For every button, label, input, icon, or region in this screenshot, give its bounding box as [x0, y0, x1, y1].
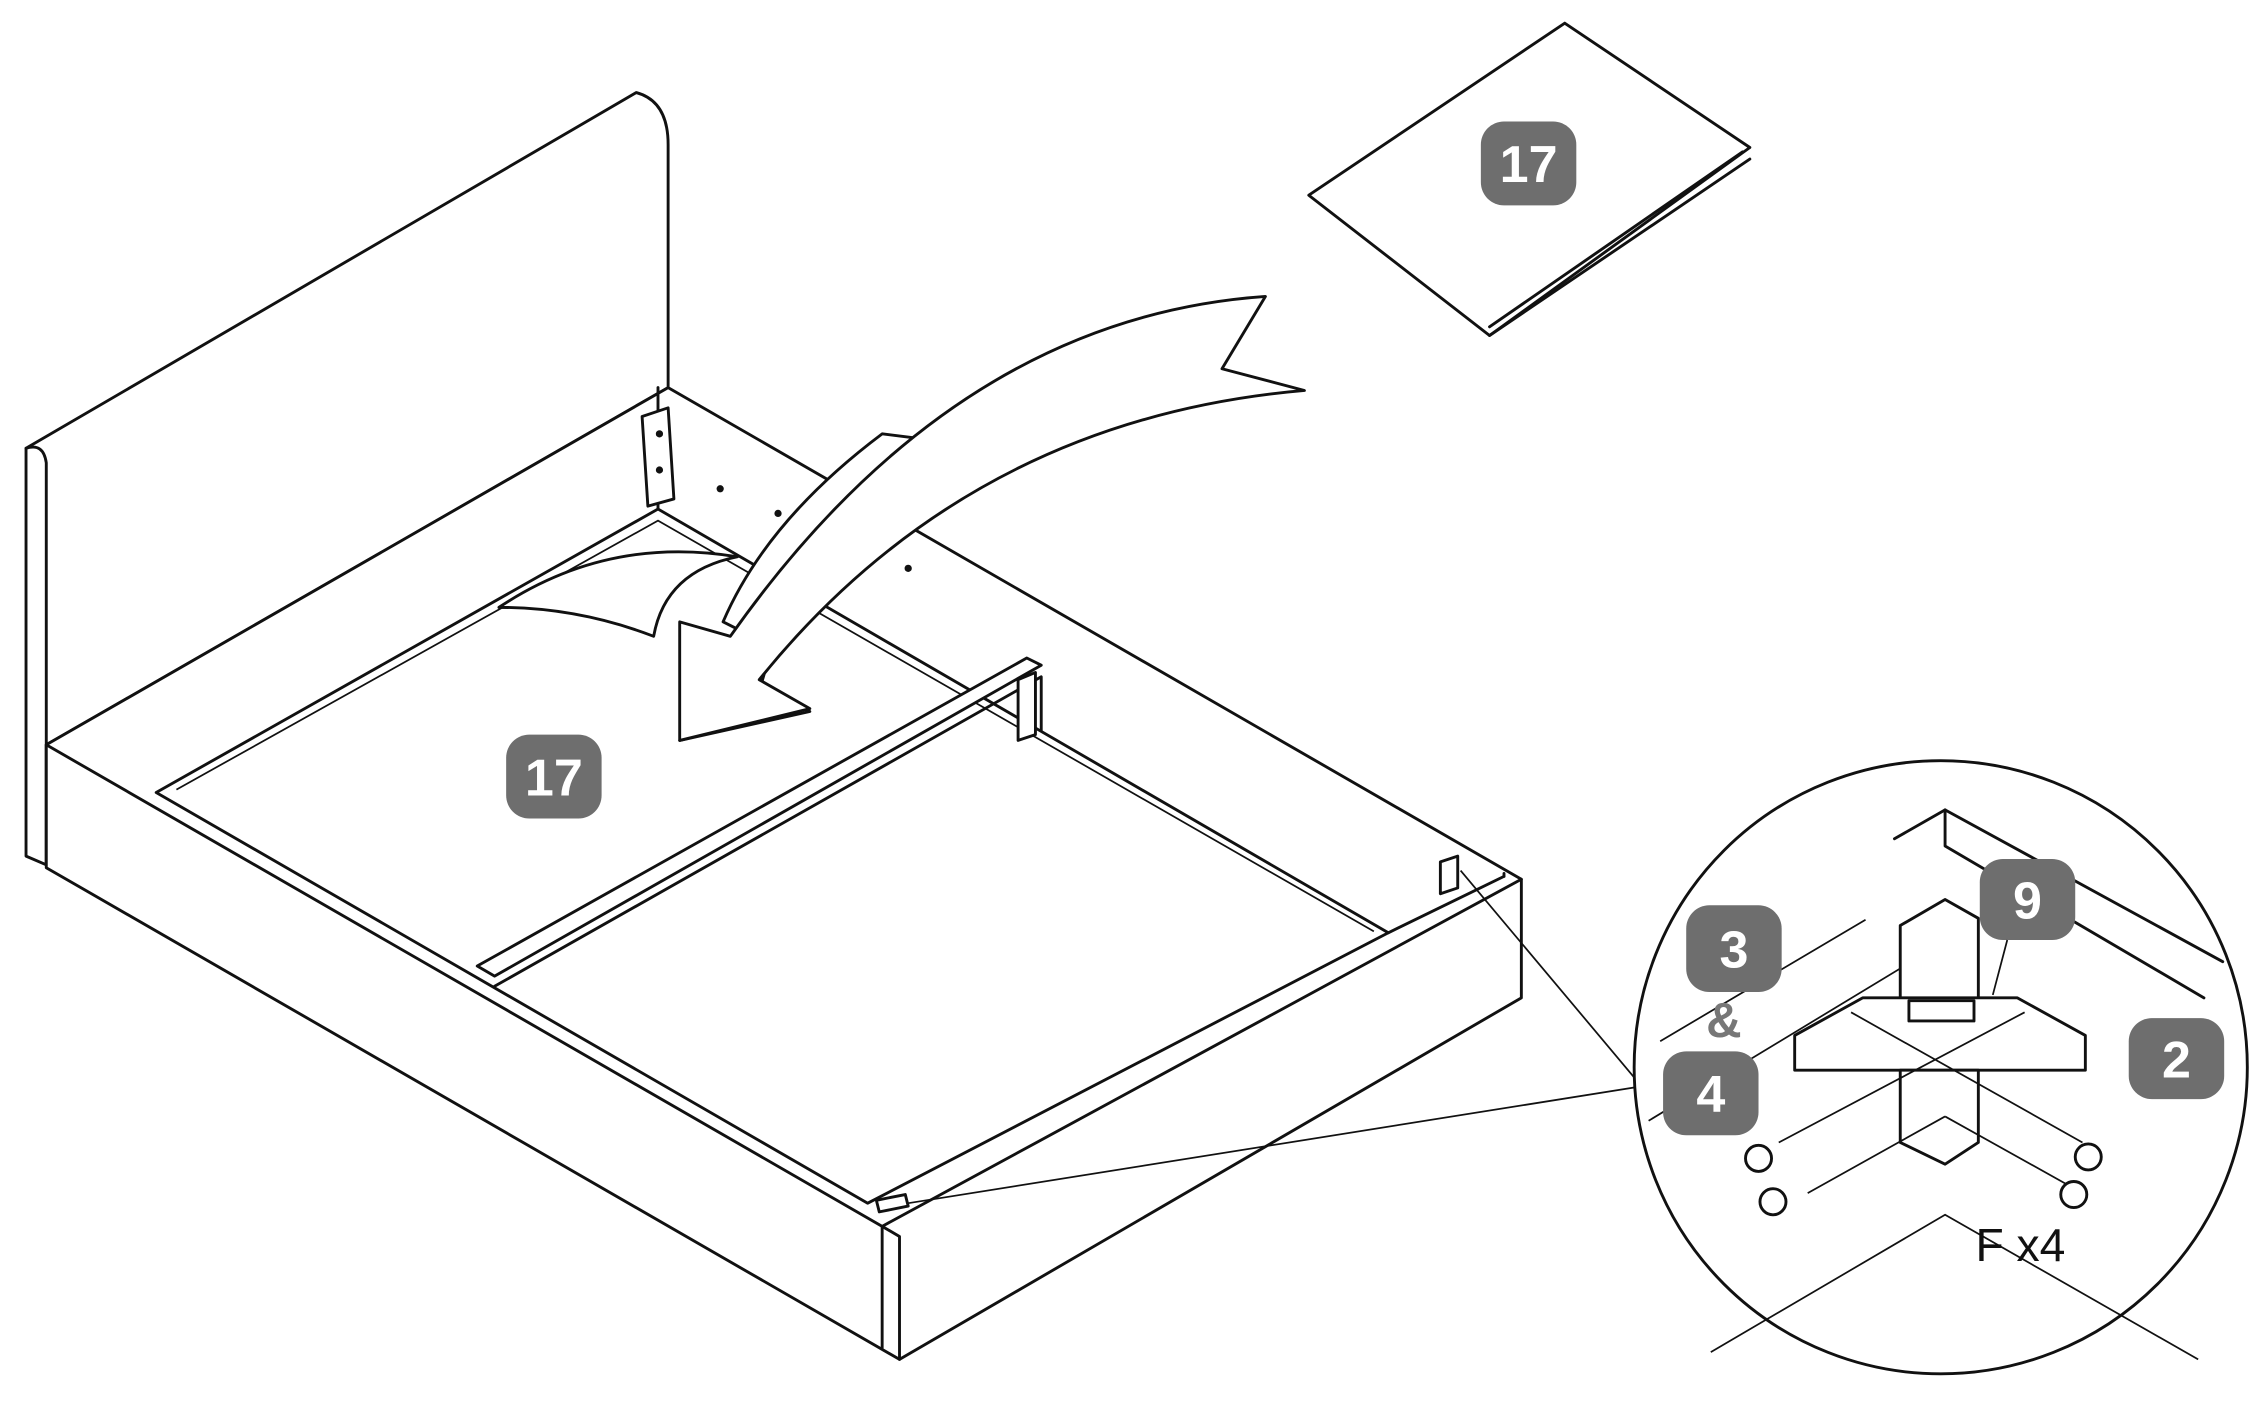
bed-base	[44, 386, 1523, 1361]
badge-part-2-label: 2	[2162, 1031, 2191, 1089]
ampersand-label: &	[1706, 993, 1742, 1048]
badge-part-4: 4	[1663, 1051, 1759, 1136]
badge-manual-label: 17	[1500, 136, 1558, 194]
arrow-large-curve	[678, 295, 1306, 742]
screw-icons	[1744, 1142, 2103, 1217]
badge-manual-placed: 17	[506, 734, 602, 819]
badge-manual-placed-label: 17	[525, 749, 583, 807]
badge-part-3: 3	[1686, 905, 1782, 993]
fastener-quantity: F x4	[1975, 1219, 2065, 1271]
badge-part-9: 9	[1979, 859, 2076, 940]
badge-part-2: 2	[2128, 1018, 2225, 1100]
badge-part-9-label: 9	[2013, 872, 2042, 930]
detail-callout: 3 & 4 9 2 F x4	[908, 759, 2249, 1376]
badge-part-4-label: 4	[1696, 1066, 1725, 1124]
badge-part-3-label: 3	[1719, 921, 1748, 979]
badge-manual: 17	[1480, 121, 1577, 206]
manual-flap	[497, 550, 739, 638]
